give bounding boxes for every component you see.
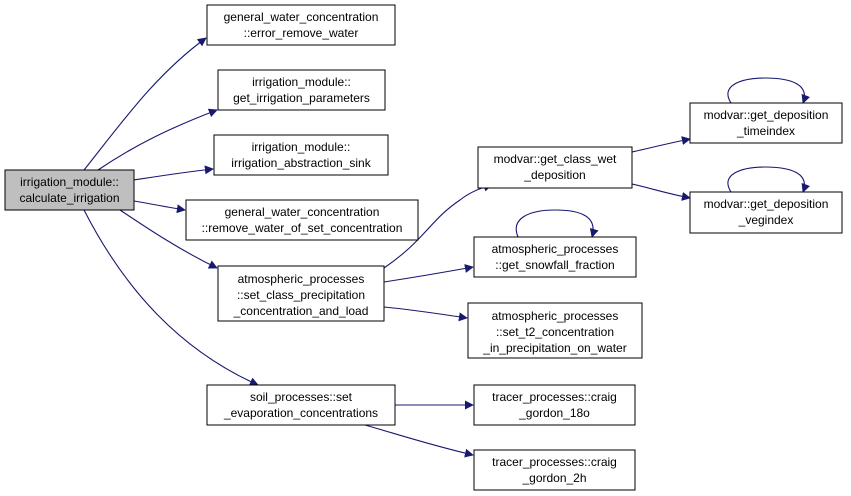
node-label-line: irrigation_module::: [252, 75, 351, 89]
node-get-deposition-vegindex[interactable]: modvar::get_deposition _vegindex: [689, 191, 843, 234]
node-label-line: calculate_irrigation: [19, 191, 119, 205]
node-get-class-wet-deposition[interactable]: modvar::get_class_wet _deposition: [477, 146, 633, 189]
node-label-line: general_water_concentration: [224, 10, 379, 24]
edge-wet-vegindex: [631, 183, 691, 201]
node-label-line: ::get_snowfall_fraction: [495, 258, 614, 272]
node-label-line: irrigation_module::: [20, 175, 119, 189]
node-label-line: _concentration_and_load: [233, 304, 369, 318]
edge-precip-t2: [383, 306, 468, 322]
node-label-line: _gordon_18o: [518, 406, 590, 420]
edge-root-set-evaporation: [83, 209, 259, 386]
edge-snowfall-self: [515, 209, 599, 238]
node-set-evaporation-concentrations[interactable]: soil_processes::set _evaporation_concent…: [206, 384, 396, 426]
node-craig-gordon-18o[interactable]: tracer_processes::craig _gordon_18o: [473, 384, 636, 426]
edge-precip-get-class-wet: [383, 182, 493, 269]
node-label-line: get_irrigation_parameters: [233, 91, 370, 105]
edge-root-get-irrigation-parameters: [97, 108, 218, 171]
node-irrigation-abstraction-sink[interactable]: irrigation_module:: irrigation_abstracti…: [213, 134, 389, 176]
nodes: irrigation_module:: calculate_irrigation…: [4, 4, 843, 491]
edge-vegindex-self: [727, 166, 811, 193]
edges: [83, 37, 811, 458]
node-label-line: atmospheric_processes: [492, 242, 619, 256]
node-label-line: tracer_processes::craig: [492, 390, 617, 404]
node-calculate-irrigation[interactable]: irrigation_module:: calculate_irrigation: [4, 169, 135, 211]
edge-precip-snowfall: [383, 264, 474, 283]
node-label-line: general_water_concentration: [225, 205, 380, 219]
node-label-line: modvar::get_deposition: [704, 108, 829, 122]
node-label-line: _in_precipitation_on_water: [482, 341, 626, 355]
node-set-t2-concentration[interactable]: atmospheric_processes ::set_t2_concentra…: [467, 302, 643, 359]
node-label-line: modvar::get_class_wet: [494, 152, 617, 166]
node-get-snowfall-fraction[interactable]: atmospheric_processes ::get_snowfall_fra…: [473, 236, 637, 278]
node-label-line: ::set_t2_concentration: [496, 325, 614, 339]
node-set-class-precipitation[interactable]: atmospheric_processes ::set_class_precip…: [217, 265, 385, 322]
edge-root-set-class-precipitation: [119, 209, 218, 269]
edge-timeindex-self: [727, 77, 811, 104]
node-label-line: ::error_remove_water: [244, 26, 359, 40]
node-get-deposition-timeindex[interactable]: modvar::get_deposition _timeindex: [689, 102, 843, 144]
node-label-line: _gordon_2h: [521, 471, 586, 485]
edge-wet-timeindex: [631, 136, 691, 153]
node-label-line: _vegindex: [738, 213, 794, 227]
node-remove-water-of-set-concentration[interactable]: general_water_concentration ::remove_wat…: [185, 199, 419, 241]
node-label-line: atmospheric_processes: [238, 272, 365, 286]
node-get-irrigation-parameters[interactable]: irrigation_module:: get_irrigation_param…: [217, 69, 386, 111]
node-label-line: modvar::get_deposition: [704, 197, 829, 211]
node-label-line: atmospheric_processes: [492, 309, 619, 323]
node-label-line: _evaporation_concentrations: [223, 406, 378, 420]
node-label-line: ::remove_water_of_set_concentration: [202, 221, 403, 235]
edge-root-remove-water: [133, 200, 186, 214]
node-error-remove-water[interactable]: general_water_concentration ::error_remo…: [206, 4, 396, 46]
node-label-line: irrigation_module::: [252, 140, 351, 154]
node-label-line: irrigation_abstraction_sink: [231, 156, 371, 170]
edge-evap-craig-2h: [364, 424, 474, 458]
node-label-line: soil_processes::set: [250, 390, 353, 404]
node-label-line: tracer_processes::craig: [492, 455, 617, 469]
node-label-line: _timeindex: [736, 124, 795, 138]
edge-root-irrigation-abstraction-sink: [133, 165, 214, 181]
node-label-line: _deposition: [523, 168, 585, 182]
node-label-line: ::set_class_precipitation: [237, 288, 365, 302]
edge-root-error-remove-water: [83, 37, 207, 171]
node-craig-gordon-2h[interactable]: tracer_processes::craig _gordon_2h: [473, 449, 636, 491]
